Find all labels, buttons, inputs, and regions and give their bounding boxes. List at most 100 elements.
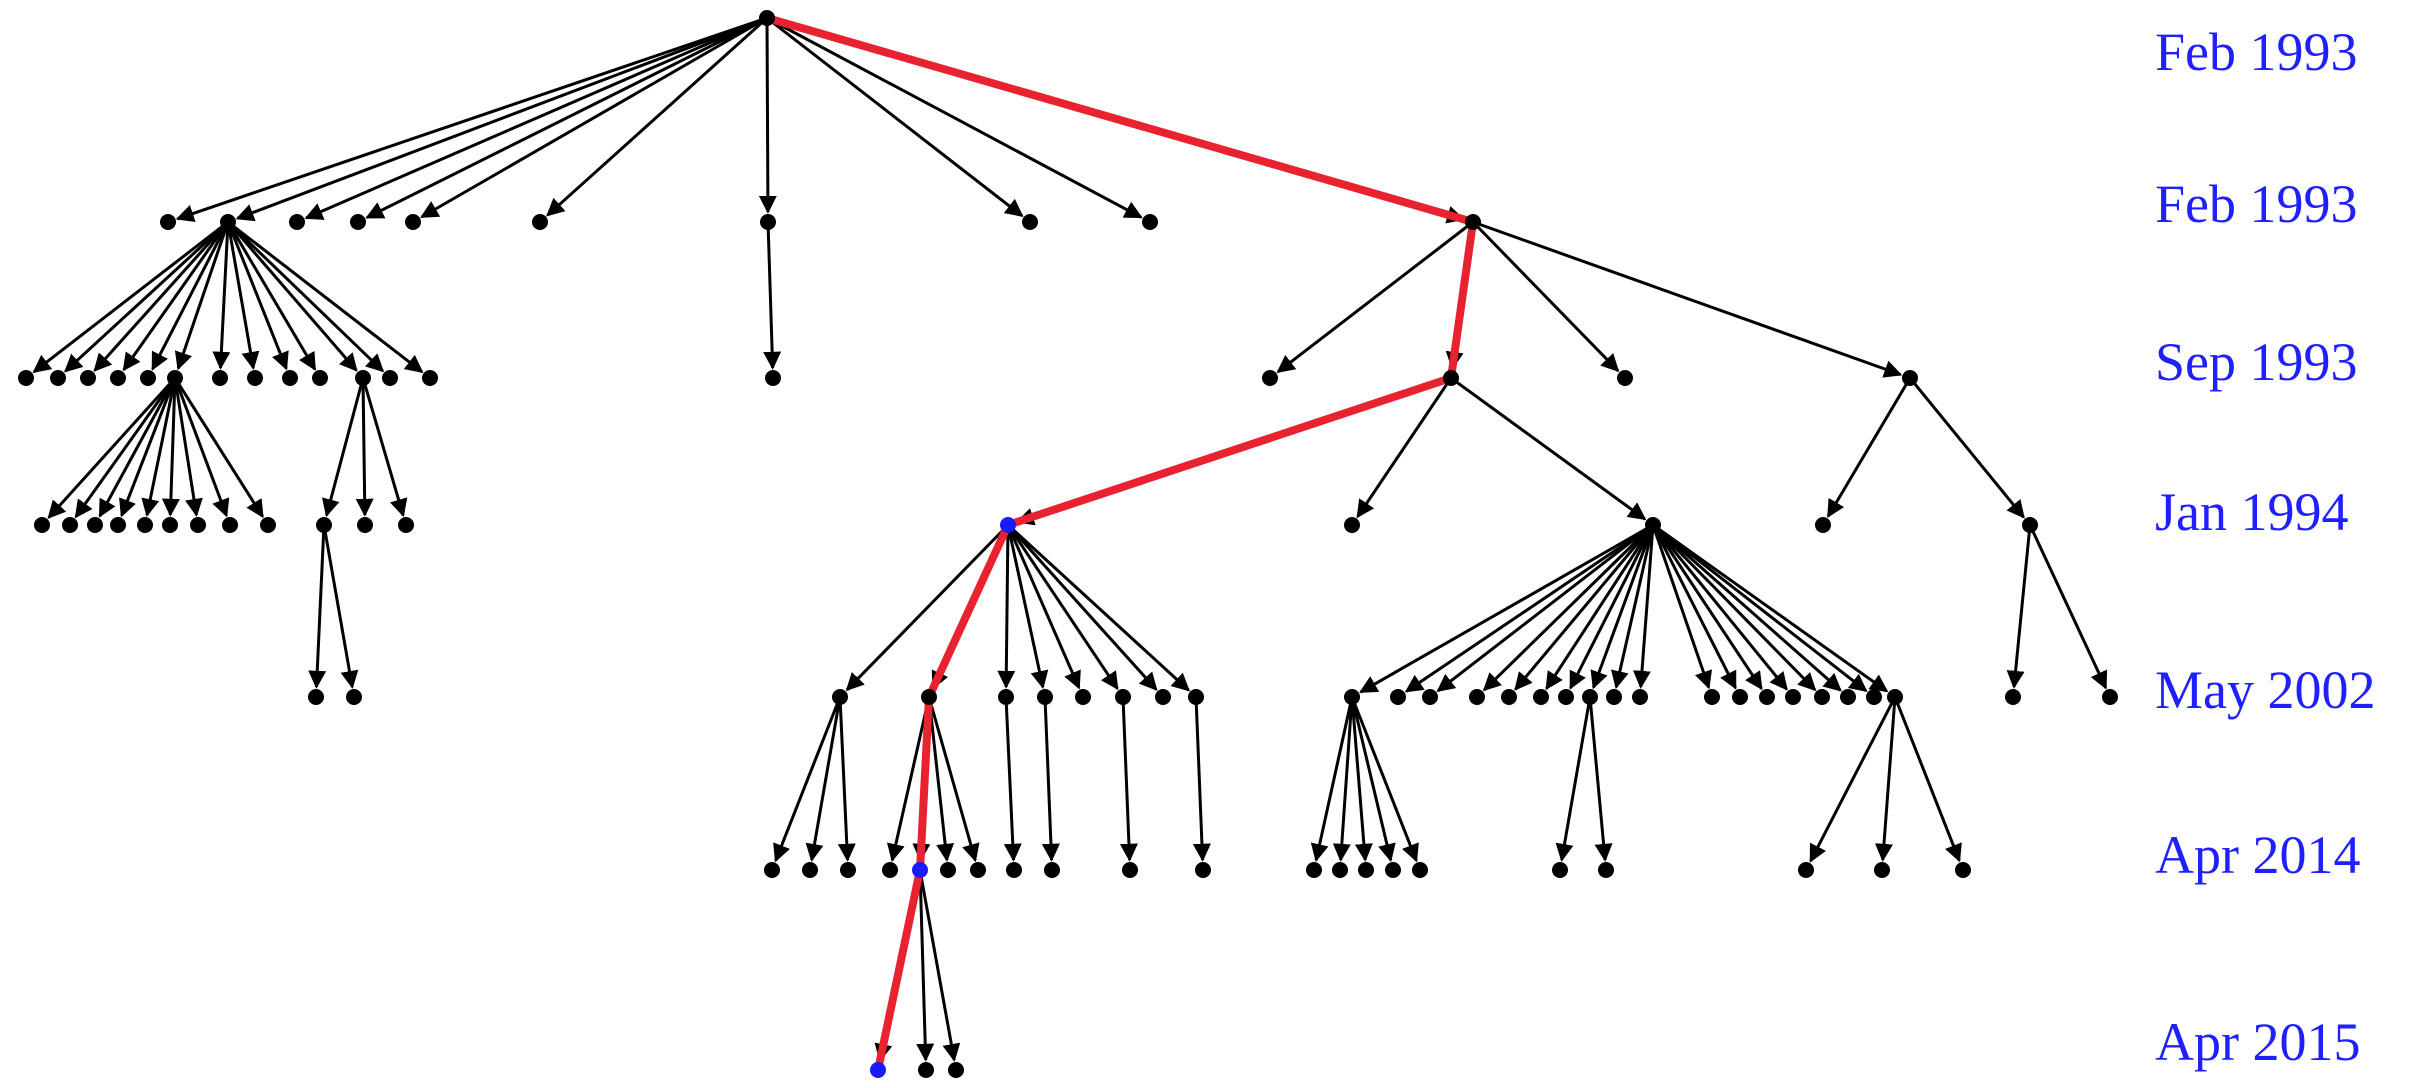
- tree-edge: [1350, 696, 1396, 863]
- tree-node: [405, 214, 421, 230]
- tree-node: [1558, 689, 1574, 705]
- tree-node: [882, 862, 898, 878]
- tree-edge: [1588, 696, 1613, 862]
- tree-node: [1759, 689, 1775, 705]
- tree-node: [137, 517, 153, 533]
- tree-node: [1390, 689, 1406, 705]
- tree-edge: [173, 377, 203, 517]
- tree-node: [1075, 689, 1091, 705]
- tree-node: [918, 1062, 934, 1078]
- level-label-1: Feb 1993: [2155, 22, 2358, 82]
- highlighted-edge: [763, 14, 1477, 226]
- tree-node: [212, 370, 228, 386]
- tree-node: [50, 370, 66, 386]
- tree-edge: [361, 377, 408, 518]
- tree-node: [765, 370, 781, 386]
- tree-edge: [916, 869, 935, 1062]
- tree-node: [832, 689, 848, 705]
- tree-node: [398, 517, 414, 533]
- tree-node: [1000, 517, 1016, 533]
- tree-edge: [1651, 523, 1817, 692]
- tree-edge: [226, 221, 260, 370]
- tree-node: [532, 214, 548, 230]
- tree-edge: [304, 16, 768, 220]
- tree-edge: [227, 220, 424, 374]
- tree-edge: [1590, 524, 1655, 690]
- tree-node: [1866, 689, 1882, 705]
- tree-edge: [1652, 523, 1889, 693]
- tree-edge: [226, 220, 385, 373]
- tree-node: [1122, 862, 1138, 878]
- tree-edge: [1555, 696, 1592, 862]
- tree-edge: [212, 221, 231, 370]
- tree-edge: [805, 696, 842, 862]
- tree-node: [870, 1062, 886, 1078]
- tree-node: [1155, 689, 1171, 705]
- tree-edge: [1874, 696, 1897, 862]
- tree-edge: [927, 696, 980, 863]
- tree-node: [62, 517, 78, 533]
- tree-edge: [1482, 523, 1655, 692]
- tree-node: [1582, 689, 1598, 705]
- tree-node: [1840, 689, 1856, 705]
- tree-node: [802, 862, 818, 878]
- tree-edge: [151, 221, 230, 371]
- tree-node: [759, 10, 775, 26]
- tree-edge: [173, 377, 264, 519]
- tree-node: [1902, 370, 1918, 386]
- level-label-6: Apr 2014: [2155, 825, 2360, 885]
- tree-edge: [226, 221, 317, 371]
- tree-edge: [119, 377, 177, 518]
- tree-node: [260, 517, 276, 533]
- tree-node: [764, 862, 780, 878]
- tree-node: [1552, 862, 1568, 878]
- tree-edge: [1611, 524, 1655, 690]
- tree-node: [140, 370, 156, 386]
- tree-edge: [1119, 696, 1138, 862]
- tree-edge: [1545, 524, 1655, 691]
- tree-edge: [64, 220, 230, 373]
- tree-node: [1422, 689, 1438, 705]
- tree-edge: [1276, 220, 1474, 374]
- tree-edge: [1652, 523, 1868, 693]
- tree-node: [1195, 862, 1211, 878]
- tree-node: [760, 214, 776, 230]
- tree-edge: [1006, 523, 1190, 692]
- tree-node: [167, 370, 183, 386]
- tree-node: [2102, 689, 2118, 705]
- tree-node: [1332, 862, 1348, 878]
- tree-node: [1344, 517, 1360, 533]
- level-label-4: Jan 1994: [2155, 482, 2348, 542]
- tree-edge: [1310, 696, 1354, 862]
- tree-node: [1887, 689, 1903, 705]
- tree-node: [346, 689, 362, 705]
- tree-node: [840, 862, 856, 878]
- tree-node: [1412, 862, 1428, 878]
- tree-edge: [1356, 377, 1453, 519]
- tree-node: [1344, 689, 1360, 705]
- tree-node: [998, 689, 1014, 705]
- tree-edge: [1006, 523, 1158, 691]
- tree-edge: [308, 524, 327, 689]
- tree-edge: [1192, 696, 1211, 862]
- tree-edge: [322, 377, 365, 518]
- tree-node: [110, 517, 126, 533]
- tree-edge: [32, 220, 229, 374]
- tree-node: [1617, 370, 1633, 386]
- tree-node: [1306, 862, 1322, 878]
- tree-edge: [1826, 377, 1912, 518]
- tree-node: [162, 517, 178, 533]
- tree-node: [1044, 862, 1060, 878]
- tree-node: [970, 862, 986, 878]
- tree-edge: [766, 16, 1024, 218]
- tree-node: [422, 370, 438, 386]
- tree-edge: [173, 377, 230, 518]
- tree-edge: [1651, 524, 1737, 690]
- tree-node: [1606, 689, 1622, 705]
- tree-edge: [1006, 524, 1119, 691]
- tree-node: [1262, 370, 1278, 386]
- tree-edge: [546, 16, 769, 217]
- tree-node: [222, 517, 238, 533]
- tree-node: [1632, 689, 1648, 705]
- tree-edge: [420, 16, 768, 219]
